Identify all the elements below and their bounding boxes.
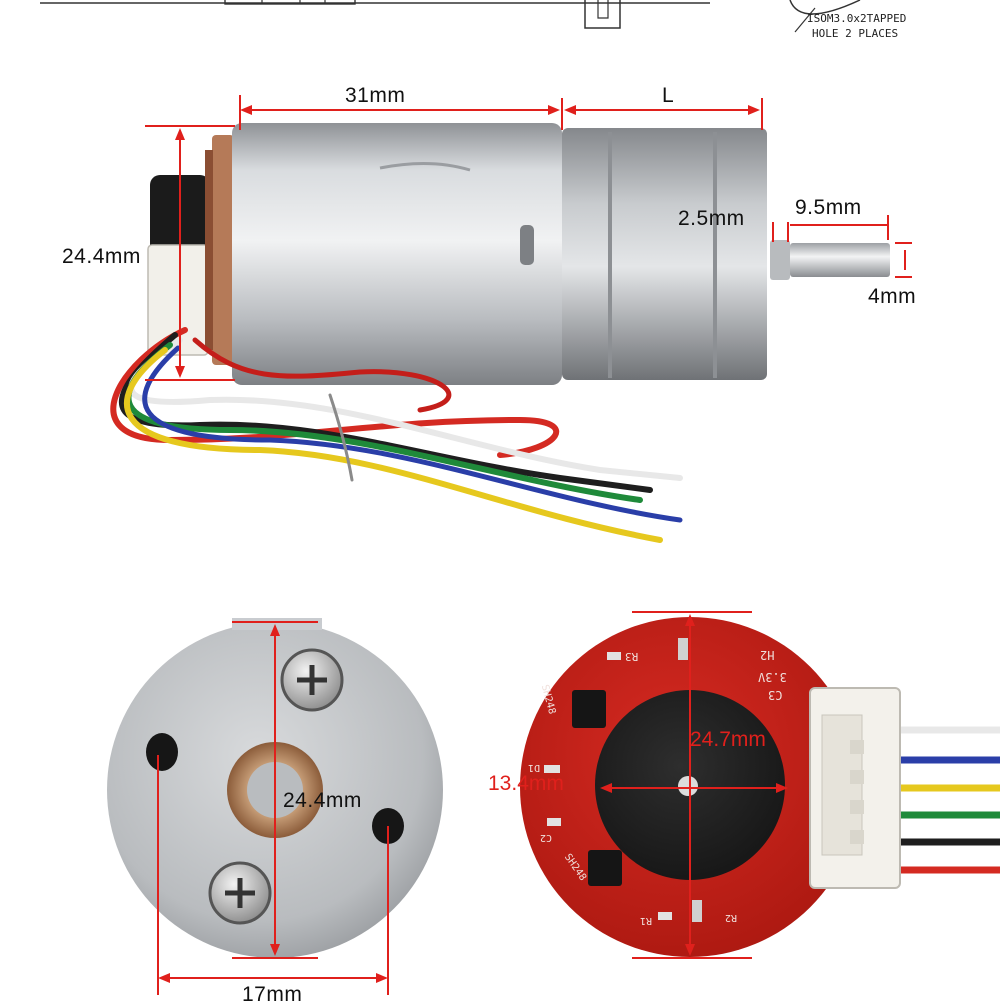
- face-diameter-label: 24.4mm: [283, 789, 362, 812]
- front-dimension-lines: [157, 621, 389, 995]
- silk-h2: H2: [760, 648, 775, 662]
- side-dimension-lines: [145, 95, 912, 381]
- mount-hole-left: [146, 733, 178, 771]
- silk-c2: C2: [540, 832, 553, 843]
- shaft-length-label: 9.5mm: [795, 196, 862, 219]
- screw-top: [280, 648, 344, 712]
- pcb-edge: [212, 135, 234, 365]
- screw-bottom: [208, 861, 272, 925]
- shaft-diameter-label: 4mm: [868, 285, 917, 308]
- hall-sensor-top: [572, 690, 606, 728]
- gearbox: [562, 128, 767, 380]
- hall-sensor-bottom: [588, 850, 622, 886]
- output-shaft: [790, 243, 890, 277]
- board-diameter-label: 24.7mm: [690, 728, 766, 751]
- motor-can: [232, 123, 562, 385]
- silk-vcc: 3.3V: [758, 670, 787, 684]
- shaft-collar: [770, 240, 790, 280]
- silk-d1: D1: [528, 762, 541, 773]
- shaft-collar-label: 2.5mm: [678, 207, 745, 230]
- silk-r1: R1: [640, 915, 653, 926]
- silk-r2: R2: [725, 912, 738, 923]
- hole-spacing-label: 17mm: [242, 983, 303, 1006]
- top-drawing-strip: [40, 0, 861, 33]
- gear-motor-side-view: [147, 123, 890, 385]
- wire-bundle: [110, 327, 683, 543]
- silk-c3: C3: [768, 688, 783, 702]
- drawing-note-line2: HOLE 2 PLACES: [812, 27, 899, 40]
- body-diameter-label: 24.4mm: [62, 245, 141, 268]
- drawing-note-line1: ISOM3.0x2TAPPED: [807, 12, 907, 25]
- magnet-diameter-label: 13.4mm: [488, 772, 564, 795]
- encoder-dimension-lines: [600, 611, 788, 959]
- motor-length-label: 31mm: [345, 84, 406, 107]
- silk-r3: R3: [625, 650, 639, 663]
- gearbox-length-label: L: [662, 84, 675, 107]
